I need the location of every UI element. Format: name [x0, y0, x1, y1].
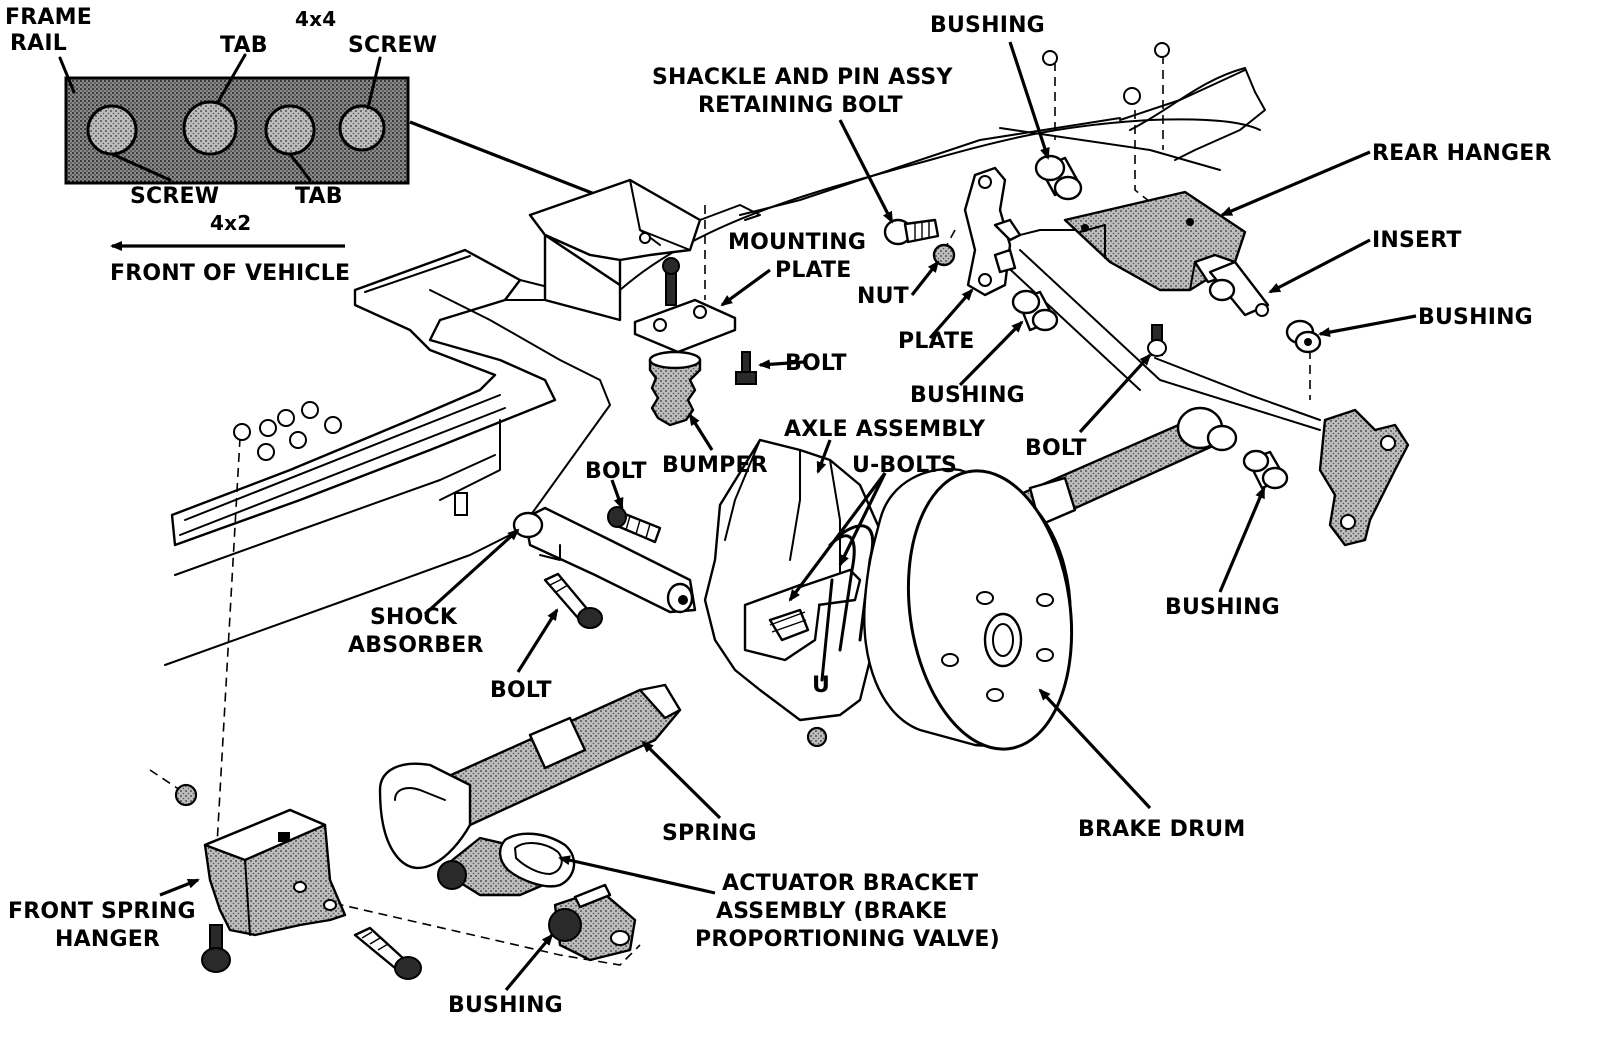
label-tab-top: TAB — [220, 33, 268, 58]
bolt-mounting — [735, 351, 757, 385]
axle-nut — [806, 726, 828, 748]
label-bolt-lower: BOLT — [490, 678, 552, 703]
label-insert: INSERT — [1372, 228, 1462, 253]
nut-shackle — [932, 243, 956, 267]
front-spring-hanger — [203, 808, 347, 937]
label-4x4: 4x4 — [295, 7, 336, 31]
label-front-spring-line1: FRONT SPRING — [8, 899, 196, 924]
bolt-shock-top — [607, 506, 662, 544]
label-bushing-mid: BUSHING — [910, 383, 1025, 408]
assembly-line-5 — [214, 437, 241, 881]
label-u-mark: U — [812, 673, 830, 698]
label-4x2: 4x2 — [210, 211, 251, 235]
label-bushing-lower-right: BUSHING — [1165, 595, 1280, 620]
bushing-valve — [548, 883, 637, 962]
inset-screw-right — [338, 104, 386, 152]
bushing-upper — [1034, 154, 1083, 201]
label-screw-bottom: SCREW — [130, 184, 219, 209]
hanger-bolt-vertical — [201, 924, 231, 973]
top-nuts — [1042, 42, 1170, 105]
label-mounting-line1: MOUNTING — [728, 230, 866, 255]
leader-arrows — [159, 41, 1417, 992]
hanger-nut — [174, 783, 198, 807]
bushing-right — [1285, 319, 1322, 354]
label-bolt-right: BOLT — [1025, 436, 1087, 461]
insert — [1208, 260, 1270, 317]
label-mounting-line2: PLATE — [775, 258, 852, 283]
label-tab-bottom: TAB — [295, 184, 343, 209]
frame-bracket — [528, 178, 761, 322]
label-shock-line2: ABSORBER — [348, 633, 484, 658]
label-shock-line1: SHOCK — [370, 605, 458, 630]
inset-tab-left — [182, 100, 238, 156]
label-bushing-top: BUSHING — [930, 13, 1045, 38]
brake-drum — [863, 467, 1074, 751]
label-actuator-line3: PROPORTIONING VALVE) — [695, 927, 1000, 952]
axle-housing — [703, 438, 882, 722]
assembly-line-6 — [149, 769, 181, 791]
label-plate: PLATE — [898, 329, 975, 354]
bushing-lower-right — [1242, 449, 1289, 490]
bushing-mid — [1011, 289, 1059, 332]
hanger-bolt-horizontal — [353, 926, 422, 980]
label-actuator-line2: ASSEMBLY (BRAKE — [716, 899, 947, 924]
frame-rail — [164, 248, 611, 666]
label-bushing-right: BUSHING — [1418, 305, 1533, 330]
bumper — [648, 350, 702, 427]
inset-screw-left — [86, 104, 138, 156]
mounting-plate — [633, 257, 737, 354]
label-brake-drum: BRAKE DRUM — [1078, 817, 1245, 842]
label-frame-rail-line2: RAIL — [10, 31, 67, 56]
label-front-spring-line2: HANGER — [55, 927, 160, 952]
shock-absorber-part — [512, 506, 697, 614]
assembly-line-8 — [939, 229, 956, 259]
label-frame-rail-line1: FRAME — [5, 5, 92, 30]
labels: FRAME RAIL 4x4 TAB SCREW SCREW TAB 4x2 F… — [5, 5, 1552, 1018]
label-shackle-line2: RETAINING BOLT — [698, 93, 903, 118]
label-screw-top: SCREW — [348, 33, 437, 58]
label-bolt-mid: BOLT — [585, 459, 647, 484]
label-bushing-bottom: BUSHING — [448, 993, 563, 1018]
assembly-line-4 — [1134, 95, 1161, 211]
label-u-bolts: U-BOLTS — [852, 453, 957, 478]
label-shackle-line1: SHACKLE AND PIN ASSY — [652, 65, 953, 90]
bolt-shackle — [1147, 324, 1167, 357]
leaf-spring-front — [378, 683, 682, 870]
label-nut: NUT — [857, 284, 909, 309]
frame-rail-inset — [58, 53, 612, 202]
label-rear-hanger: REAR HANGER — [1372, 141, 1552, 166]
label-front-of-vehicle: FRONT OF VEHICLE — [110, 261, 350, 286]
bolt-shock-lower — [543, 572, 603, 629]
inset-tab-right — [264, 104, 316, 156]
frame-nuts — [233, 401, 342, 461]
label-actuator-line1: ACTUATOR BRACKET — [722, 871, 978, 896]
label-bolt-upper: BOLT — [785, 351, 847, 376]
actuator-bracket — [437, 832, 576, 897]
shackle-plate — [963, 166, 1022, 297]
rear-shackle — [1318, 408, 1410, 547]
shackle-retaining-bolt — [883, 218, 940, 246]
label-axle-assembly: AXLE ASSEMBLY — [784, 417, 986, 442]
label-spring: SPRING — [662, 821, 757, 846]
label-bumper: BUMPER — [662, 453, 768, 478]
